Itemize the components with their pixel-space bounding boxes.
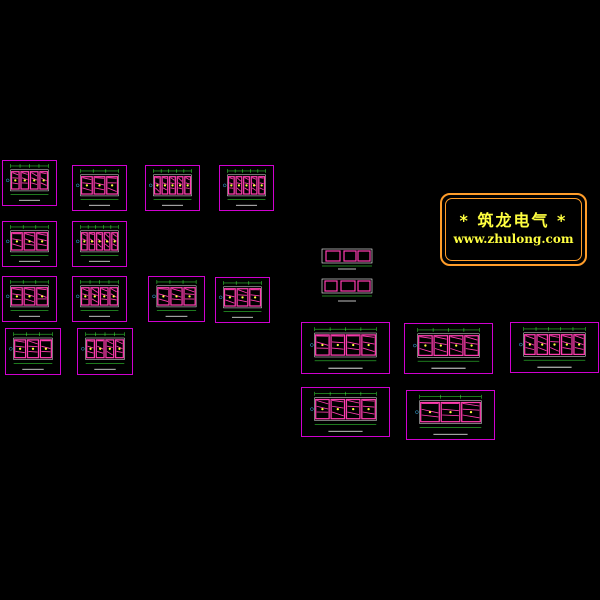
drawing-sheet[interactable] xyxy=(2,276,57,322)
drawing-sheet[interactable] xyxy=(72,221,127,267)
unframed-drawing[interactable] xyxy=(320,275,375,303)
watermark-url: www.zhulong.com xyxy=(453,232,574,246)
floor-plan-drawing xyxy=(152,280,197,317)
unframed-drawing[interactable] xyxy=(320,245,375,270)
floor-plan-drawing xyxy=(9,332,53,370)
drawing-sheet[interactable] xyxy=(301,322,390,374)
floor-plan-drawing xyxy=(219,281,262,318)
floor-plan-drawing xyxy=(76,169,119,206)
drawing-sheet[interactable] xyxy=(219,165,274,211)
drawing-sheet[interactable] xyxy=(510,322,599,373)
drawing-sheet[interactable] xyxy=(404,323,493,374)
watermark-inner-border xyxy=(445,198,582,261)
floor-plan-drawing xyxy=(223,169,266,206)
drawing-sheet[interactable] xyxy=(5,328,61,375)
floor-plan-drawing xyxy=(519,327,586,368)
floor-plan-drawing xyxy=(6,164,49,201)
floor-plan-drawing xyxy=(415,394,482,435)
floor-plan-drawing xyxy=(6,225,49,262)
drawing-sheet[interactable] xyxy=(72,165,127,211)
floor-plan-drawing xyxy=(310,327,377,369)
drawing-sheet[interactable] xyxy=(406,390,495,440)
floor-plan-drawing xyxy=(149,169,192,206)
floor-plan-drawing xyxy=(76,280,119,317)
drawing-sheet[interactable] xyxy=(77,328,133,375)
floor-plan-drawing xyxy=(413,328,480,369)
zhulong-watermark: * 筑龙电气 * www.zhulong.com xyxy=(440,193,587,266)
floor-plan-drawing xyxy=(321,278,373,302)
drawing-sheet[interactable] xyxy=(145,165,200,211)
drawing-sheet[interactable] xyxy=(301,387,390,437)
floor-plan-drawing xyxy=(81,332,125,370)
watermark-title: * 筑龙电气 * xyxy=(459,211,568,230)
drawing-sheet[interactable] xyxy=(2,160,57,206)
drawing-sheet[interactable] xyxy=(215,277,270,323)
drawing-sheet[interactable] xyxy=(72,276,127,322)
floor-plan-drawing xyxy=(310,391,377,432)
floor-plan-drawing xyxy=(76,225,119,262)
floor-plan-drawing xyxy=(6,280,49,317)
floor-plan-drawing xyxy=(321,248,373,270)
drawing-sheet[interactable] xyxy=(148,276,205,322)
drawing-sheet[interactable] xyxy=(2,221,57,267)
